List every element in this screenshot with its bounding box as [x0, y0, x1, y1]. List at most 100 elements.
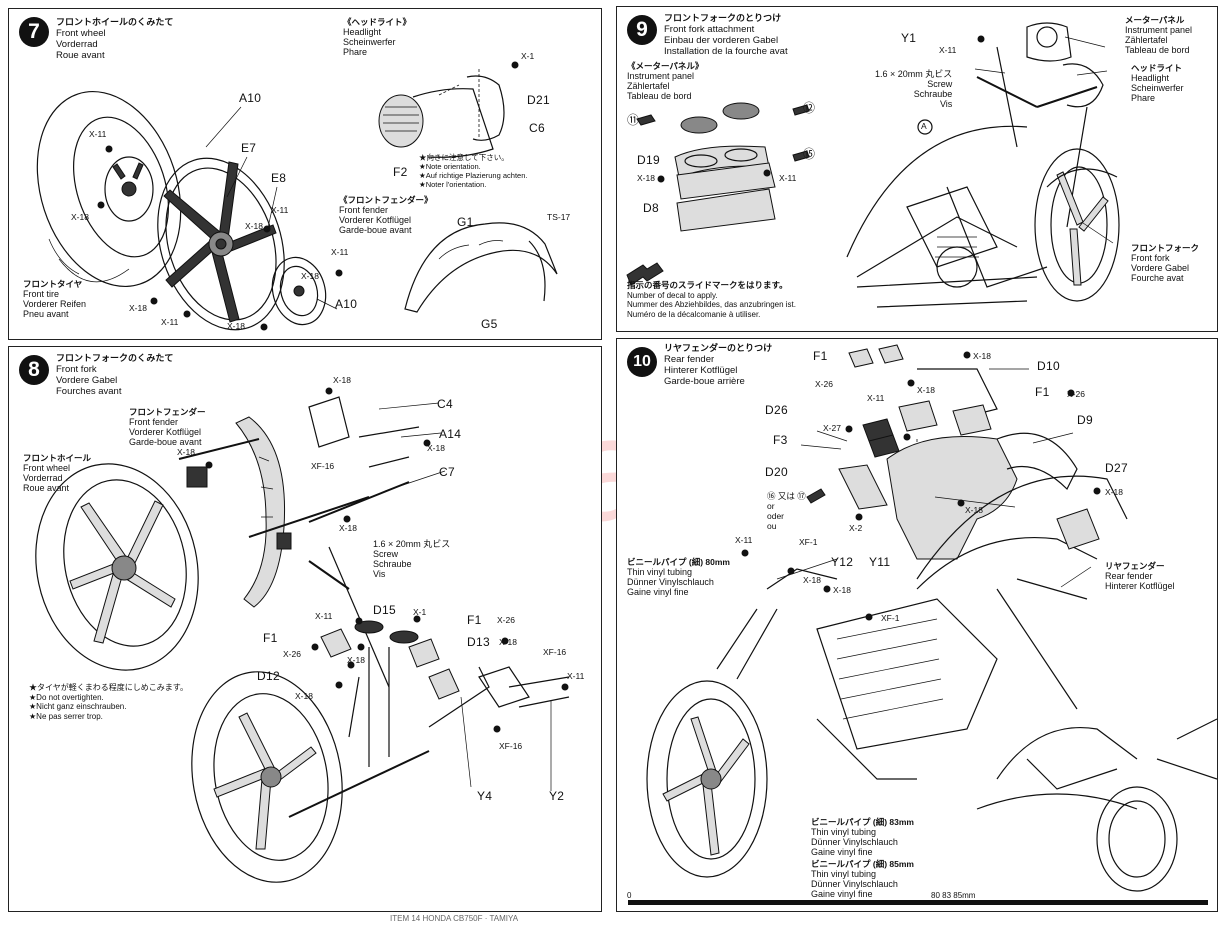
- tube-length-scale-bar: [628, 900, 1208, 905]
- vinyl-tube-80-label: ビニールパイプ (細) 80mm Thin vinyl tubing Dünne…: [627, 557, 730, 597]
- part-e7: E7: [241, 141, 257, 155]
- upper-wheel-spokes: [69, 500, 176, 644]
- part-y2: Y2: [549, 789, 565, 803]
- part-a10-upper: A10: [239, 91, 262, 105]
- step-7-panel: 7 フロントホイールのくみたて Front wheel Vorderrad Ro…: [8, 8, 602, 340]
- screw-xf1-10a: XF-1: [799, 537, 818, 547]
- screw-x18-b: X-18: [245, 221, 263, 231]
- bike-front-drawing: [846, 22, 1120, 308]
- screw-x26-10a: X-26: [815, 379, 833, 389]
- part-d20: D20: [765, 465, 788, 479]
- step-10-drawing: [646, 344, 1217, 892]
- orientation-note: ★向きに注意して下さい。 ★Note orientation. ★Auf ric…: [419, 153, 528, 189]
- scale-marks: 80 83 85mm: [931, 891, 976, 900]
- part-a14: A14: [439, 427, 462, 441]
- step-10-number: 10: [627, 347, 657, 377]
- part-f3: F3: [773, 433, 788, 447]
- screw-x18-8a: X-18: [333, 375, 351, 385]
- step-7-title-de: Vorderrad: [56, 39, 98, 50]
- screw-dots: [97, 61, 519, 331]
- screw-x26-8a: X-26: [497, 615, 515, 625]
- screw-x11-9a: X-11: [939, 45, 957, 55]
- part-d13: D13: [467, 635, 490, 649]
- part-f1-10b: F1: [1035, 385, 1050, 399]
- screw-x11-8b: X-11: [567, 671, 585, 681]
- screw-label-9: 1.6 × 20mm 丸ビス Screw Schraube Vis: [875, 69, 953, 109]
- part-d15: D15: [373, 603, 396, 617]
- front-fender-drawing: [404, 222, 558, 313]
- full-bike-drawing: [646, 475, 1217, 892]
- step-7-title-en: Front wheel: [56, 28, 106, 39]
- part-d9: D9: [1077, 413, 1093, 427]
- part-d12: D12: [257, 669, 280, 683]
- screw-x27-10: X-27: [823, 423, 841, 433]
- part-d19: D19: [637, 153, 660, 167]
- step-9-drawing: [626, 22, 1120, 308]
- part-ts17: TS-17: [547, 212, 571, 222]
- screw-x18-10f: X-18: [833, 585, 851, 595]
- headlight-label-9: ヘッドライト Headlight Scheinwerfer Phare: [1131, 63, 1184, 103]
- screw-x11-10b: X-11: [735, 535, 753, 545]
- part-g1: G1: [457, 215, 474, 229]
- part-g5: G5: [481, 317, 498, 331]
- part-d21: D21: [527, 93, 550, 107]
- front-fork-label-9: フロントフォーク Front fork Vordere Gabel Fourch…: [1131, 243, 1200, 283]
- part-f1-left: F1: [263, 631, 278, 645]
- screw-x11-c: X-11: [331, 247, 349, 257]
- step-8-number: 8: [19, 355, 49, 385]
- part-d26: D26: [765, 403, 788, 417]
- step-8-screw-dots: [205, 387, 569, 733]
- decal-arrow-10: [806, 488, 826, 504]
- part-y1: Y1: [901, 31, 917, 45]
- screw-xf16-8c: XF-16: [499, 741, 523, 751]
- front-tire-inner: [73, 116, 169, 258]
- screw-x18-10e: X-18: [803, 575, 821, 585]
- step-7-drawing: [36, 61, 558, 331]
- fork-assembly-lower: [191, 620, 570, 883]
- screw-xf16-8a: XF-16: [311, 461, 335, 471]
- headlight-label: 《ヘッドライト》 Headlight Scheinwerfer Phare: [343, 17, 412, 57]
- part-d27: D27: [1105, 461, 1128, 475]
- step-7-title-fr: Roue avant: [56, 50, 105, 61]
- screw-x18-8b: X-18: [427, 443, 445, 453]
- screw-x11-8a: X-11: [315, 611, 333, 621]
- wheel-rim: [157, 157, 285, 331]
- page-footer: ITEM 14 HONDA CB750F · TAMIYA: [390, 914, 519, 923]
- front-tire-label: フロントタイヤ Front tire Vorderer Reifen Pneu …: [23, 279, 87, 319]
- decal-gauge-right: [722, 102, 760, 120]
- part-e8: E8: [271, 171, 287, 185]
- part-a-marker: A: [921, 121, 927, 131]
- screw-x18-9: X-18: [637, 173, 655, 183]
- decal-15: ⑮: [803, 147, 816, 161]
- rear-fender-label: リヤフェンダー Rear fender Hinterer Kotflügel: [1105, 561, 1175, 591]
- tail-exploded-drawing: [838, 344, 1078, 560]
- screw-x18-8d: X-18: [339, 523, 357, 533]
- screw-x26-8b: X-26: [283, 649, 301, 659]
- screw-x18-a: X-18: [71, 212, 89, 222]
- brake-disc: [271, 256, 327, 326]
- decal-instruction: 指示の番号のスライドマークをはります。 Number of decal to a…: [627, 280, 796, 319]
- step-9-panel: 9 フロントフォークのとりつけ Front fork attachment Ei…: [616, 6, 1218, 332]
- part-y11: Y11: [869, 555, 891, 569]
- screw-x18-c: X-18: [301, 271, 319, 281]
- screw-x18-8g: X-18: [295, 691, 313, 701]
- decal-11: ⑪: [627, 113, 640, 127]
- instrument-panel-label: 《メーターパネル》 Instrument panel Zählertafel T…: [627, 61, 704, 101]
- screw-x1: X-1: [521, 51, 535, 61]
- part-f1-right: F1: [467, 613, 482, 627]
- screw-x11-b: X-11: [271, 205, 289, 215]
- screw-x18-10b: X-18: [917, 385, 935, 395]
- part-f1-10a: F1: [813, 349, 828, 363]
- screw-x2-10: X-2: [849, 523, 863, 533]
- screw-x18-8c: X-18: [177, 447, 195, 457]
- step-8-drawing: [35, 387, 570, 883]
- fork-fender-label: フロントフェンダー Front fender Vorderer Kotflüge…: [129, 407, 206, 447]
- screw-x18-e: X-18: [227, 321, 245, 331]
- screw-x11-9b: X-11: [779, 173, 797, 183]
- part-a10-lower: A10: [335, 297, 358, 311]
- fork-wheel-label: フロントホイール Front wheel Vorderrad Roue avan…: [23, 453, 92, 493]
- screw-xf16-8b: XF-16: [543, 647, 567, 657]
- part-d10: D10: [1037, 359, 1060, 373]
- part-d8: D8: [643, 201, 659, 215]
- fork-screw-label: 1.6 × 20mm 丸ビス Screw Schraube Vis: [373, 539, 451, 579]
